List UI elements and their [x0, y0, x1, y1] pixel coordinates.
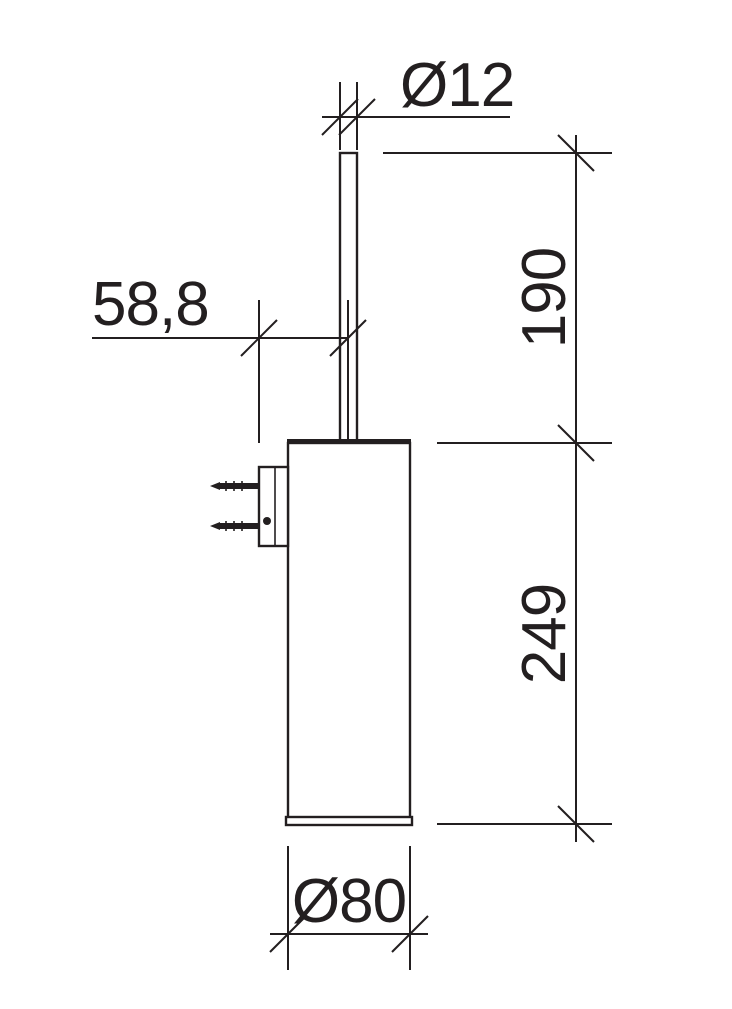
dimension-wall-offset: 58,8	[92, 270, 367, 443]
bracket-screw-icon	[263, 517, 271, 525]
wall-bracket-plate	[257, 465, 290, 548]
rod-height-label: 190	[510, 248, 579, 348]
body-diameter-label: Ø80	[292, 867, 406, 936]
dimension-heights: 190 249	[383, 134, 612, 843]
toilet-brush-holder	[210, 151, 414, 827]
wall-screw-lower	[210, 521, 260, 531]
rod-diameter-label: Ø12	[400, 51, 514, 120]
body-height-label: 249	[510, 584, 579, 684]
wall-offset-label: 58,8	[92, 270, 209, 339]
container-body	[286, 441, 412, 820]
wall-screw-upper	[210, 481, 260, 491]
container-foot	[284, 815, 414, 827]
dimension-body-diameter: Ø80	[269, 846, 429, 970]
dimension-rod-diameter: Ø12	[321, 51, 515, 150]
